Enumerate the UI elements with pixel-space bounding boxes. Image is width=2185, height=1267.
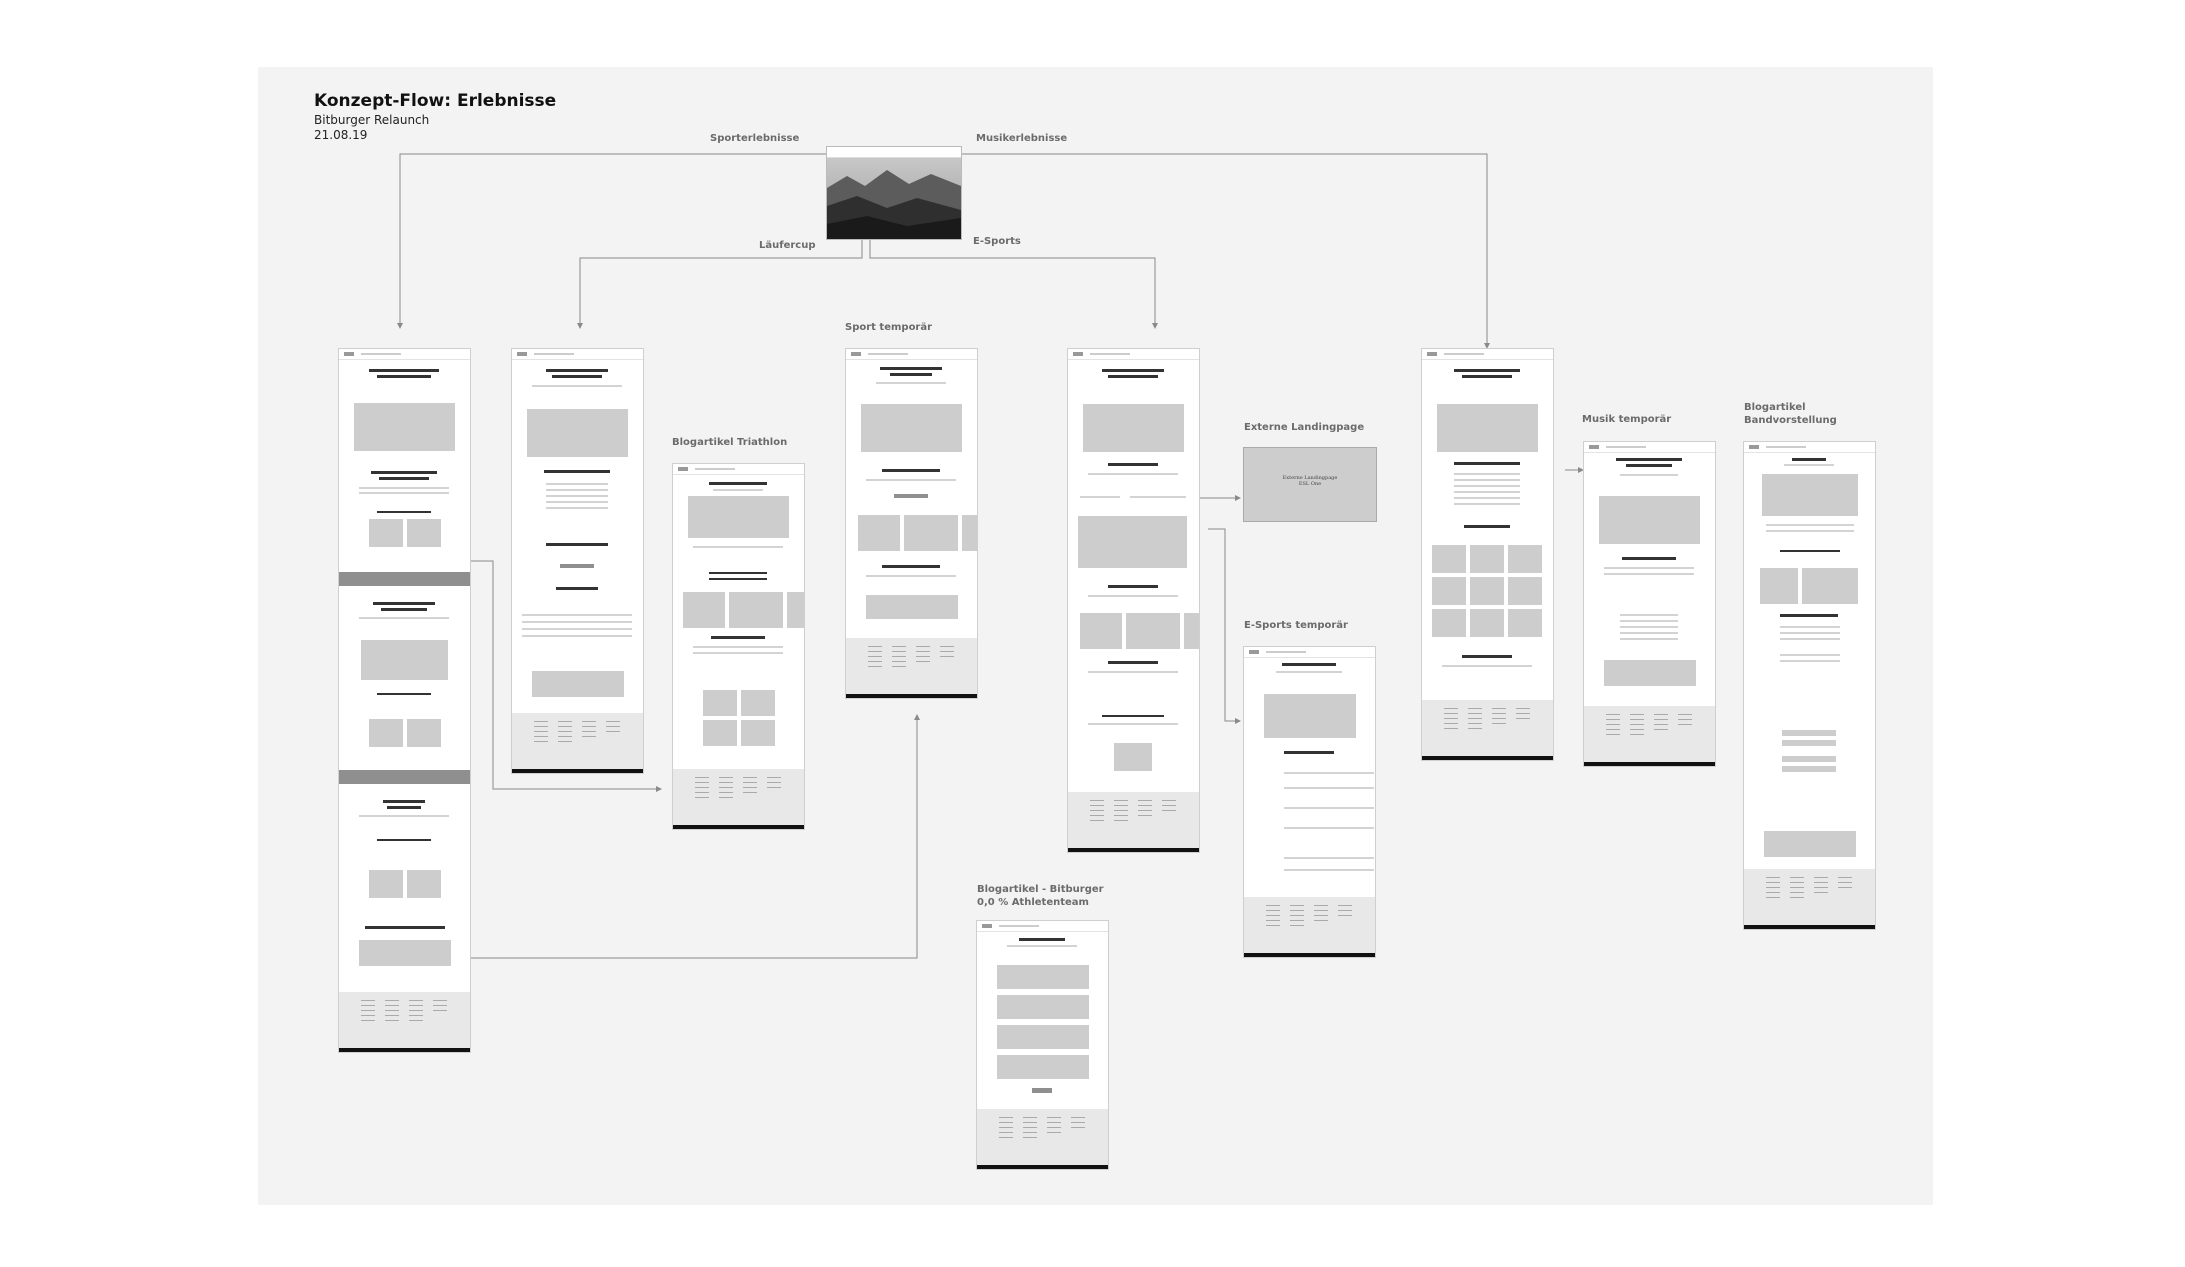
wireframe-blog-triathlon[interactable] xyxy=(673,464,804,829)
wireframe-sport-temporaer[interactable] xyxy=(846,349,977,698)
label-sporterlebnisse: Sporterlebnisse xyxy=(710,133,800,144)
label-blog-bandvorstellung-1: Blogartikel xyxy=(1744,402,1806,413)
wireframe-musikerlebnisse[interactable] xyxy=(1422,349,1553,760)
label-blog-athletenteam-2: 0,0 % Athletenteam xyxy=(977,897,1089,908)
connector-musikerlebnisse xyxy=(940,153,1490,349)
label-laeufercup: Läufercup xyxy=(759,240,816,251)
wireframe-blog-bandvorstellung[interactable] xyxy=(1744,442,1875,929)
wireframe-laeufercup[interactable] xyxy=(512,349,643,773)
page-title: Konzept-Flow: Erlebnisse xyxy=(314,91,557,111)
homepage-hero-frame[interactable] xyxy=(827,147,961,239)
label-sport-temporaer: Sport temporär xyxy=(845,322,933,333)
label-blog-triathlon: Blogartikel Triathlon xyxy=(672,437,788,448)
mountain-landscape-photo xyxy=(827,158,961,239)
connector-esports xyxy=(869,238,1158,329)
wireframe-esports[interactable] xyxy=(1068,349,1199,852)
label-externe-landingpage: Externe Landingpage xyxy=(1244,422,1365,433)
wireframe-sporterlebnisse[interactable] xyxy=(339,349,470,1052)
label-esports: E-Sports xyxy=(973,236,1021,247)
connector-sporterlebnisse xyxy=(397,153,860,329)
connector-esports-temporaer xyxy=(1208,528,1241,724)
label-musikerlebnisse: Musikerlebnisse xyxy=(976,133,1068,144)
project-name: Bitburger Relaunch xyxy=(314,113,430,127)
date: 21.08.19 xyxy=(314,128,368,142)
label-blog-bandvorstellung-2: Bandvorstellung xyxy=(1744,415,1837,426)
wireframe-esports-temporaer[interactable] xyxy=(1244,647,1375,957)
label-blog-athletenteam-1: Blogartikel - Bitburger xyxy=(977,884,1104,895)
connector-laeufercup xyxy=(577,238,863,329)
wireframe-musik-temporaer[interactable] xyxy=(1584,442,1715,766)
label-musik-temporaer: Musik temporär xyxy=(1582,414,1672,425)
connector-trendsport-link xyxy=(451,714,920,959)
label-esports-temporaer: E-Sports temporär xyxy=(1244,620,1348,631)
external-landingpage-box[interactable]: Externe Landingpage ESL One xyxy=(1244,448,1376,521)
wireframe-blog-athletenteam[interactable] xyxy=(977,921,1108,1169)
